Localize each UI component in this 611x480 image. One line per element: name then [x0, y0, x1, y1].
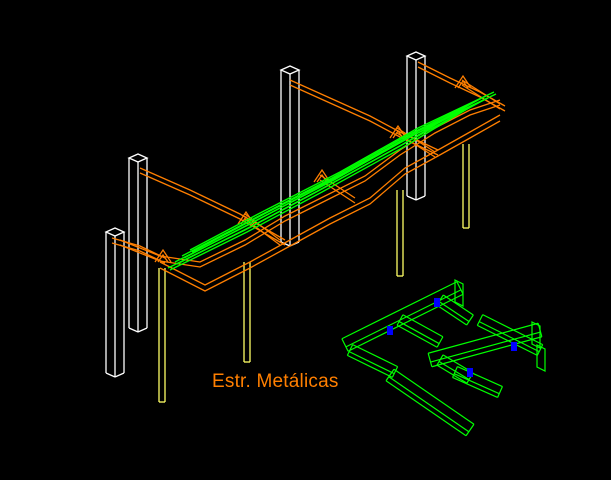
- white-column-base: [114, 372, 125, 378]
- gable-peak: [389, 124, 407, 139]
- detail-main-beam-right: [431, 336, 542, 368]
- white-column-top: [104, 227, 126, 237]
- rear-edge-beam: [119, 99, 501, 263]
- detail-cross-beam: [352, 344, 398, 368]
- detail-cross-beam-end: [476, 314, 484, 326]
- detail-cross-beam-end: [391, 366, 399, 378]
- detail-cross-beam: [438, 361, 470, 381]
- detail-cross-beam: [436, 364, 468, 384]
- bolt-marker: [387, 326, 393, 335]
- bolt-marker: [467, 368, 473, 377]
- bolt-markers: [387, 298, 517, 377]
- detail-cross-beam-end: [396, 314, 404, 326]
- bolt-marker: [434, 298, 440, 307]
- white-column-base: [280, 241, 291, 247]
- white-columns: [104, 51, 427, 378]
- detail-cross-beam: [452, 376, 498, 399]
- yellow-columns: [158, 144, 470, 403]
- detail-main-beam-right: [428, 322, 539, 354]
- detail-cross-beam-end: [536, 344, 544, 356]
- detail-main-beam-upper: [345, 289, 462, 348]
- detail-cross-beam: [402, 314, 444, 338]
- detail-cross-beam: [398, 321, 440, 345]
- detail-end-plate: [454, 279, 464, 307]
- detail-cross-beam-end: [452, 366, 458, 378]
- white-column-base: [406, 195, 417, 201]
- detail-end-plate: [536, 344, 546, 372]
- detail-cross-beam: [442, 294, 474, 316]
- detail-cross-beam: [482, 314, 543, 346]
- white-column-base: [137, 327, 148, 333]
- detail-main-beam-lower-end: [385, 368, 395, 382]
- gable-peak-inner: [392, 129, 404, 139]
- drawing-caption: Estr. Metálicas: [212, 371, 339, 392]
- detail-cross-beam-end: [436, 354, 444, 366]
- detail-main-beam-right-end: [427, 353, 433, 367]
- gable-peak-inner: [157, 253, 169, 263]
- detail-cross-beam: [477, 324, 538, 356]
- detail-cross-beam-end: [466, 314, 474, 326]
- front-edge-beam: [159, 114, 501, 286]
- detail-main-beam-lower-end: [465, 423, 475, 437]
- detail-main-beam-upper: [341, 281, 458, 340]
- detail-cross-beam-end: [497, 386, 503, 398]
- purlin: [189, 91, 495, 251]
- detail-end-plate: [531, 321, 541, 349]
- purlin-flange: [183, 97, 489, 259]
- white-column-base: [415, 195, 426, 201]
- white-column-base: [105, 372, 116, 378]
- detail-cross-beam: [454, 373, 500, 395]
- detail-main-beam-lower: [385, 380, 467, 437]
- purlin-flange: [169, 105, 473, 271]
- frame-cross-beam: [461, 84, 501, 110]
- detail-main-beam-lower: [388, 376, 470, 433]
- green-purlins: [167, 91, 497, 271]
- detail-main-beam-upper-end: [456, 281, 464, 295]
- detail-main-beam-upper: [347, 293, 464, 352]
- detail-cross-beam: [396, 324, 438, 348]
- detail-main-beam-right: [430, 331, 541, 363]
- detail-cross-beam: [347, 354, 393, 378]
- left-end-beam: [111, 237, 166, 259]
- gable-peak: [454, 74, 472, 89]
- connection-detail: [341, 279, 546, 437]
- rear-edge-beam: [119, 104, 501, 268]
- detail-cross-beam: [457, 365, 503, 388]
- orange-frame-beams: [111, 61, 506, 292]
- white-column-top: [279, 65, 301, 75]
- purlin: [181, 95, 487, 257]
- bolt-marker: [511, 342, 517, 351]
- left-end-beam: [111, 242, 166, 264]
- front-edge-beam: [159, 120, 501, 292]
- detail-cross-beam: [438, 300, 470, 322]
- purlin-flange: [191, 93, 497, 253]
- detail-cross-beam: [436, 304, 468, 326]
- detail-cross-beam-end: [346, 344, 354, 356]
- white-column-base: [128, 327, 139, 333]
- white-column-top: [405, 51, 427, 61]
- detail-main-beam-lower: [393, 368, 475, 425]
- white-column-top: [127, 153, 149, 163]
- detail-cross-beam: [478, 321, 540, 353]
- detail-main-beam-upper-end: [341, 338, 349, 352]
- purlin-flange: [176, 101, 481, 265]
- detail-cross-beam-end: [436, 336, 444, 348]
- gable-peak-inner: [457, 79, 469, 89]
- detail-cross-beam: [348, 351, 395, 375]
- gable-peak: [154, 248, 172, 263]
